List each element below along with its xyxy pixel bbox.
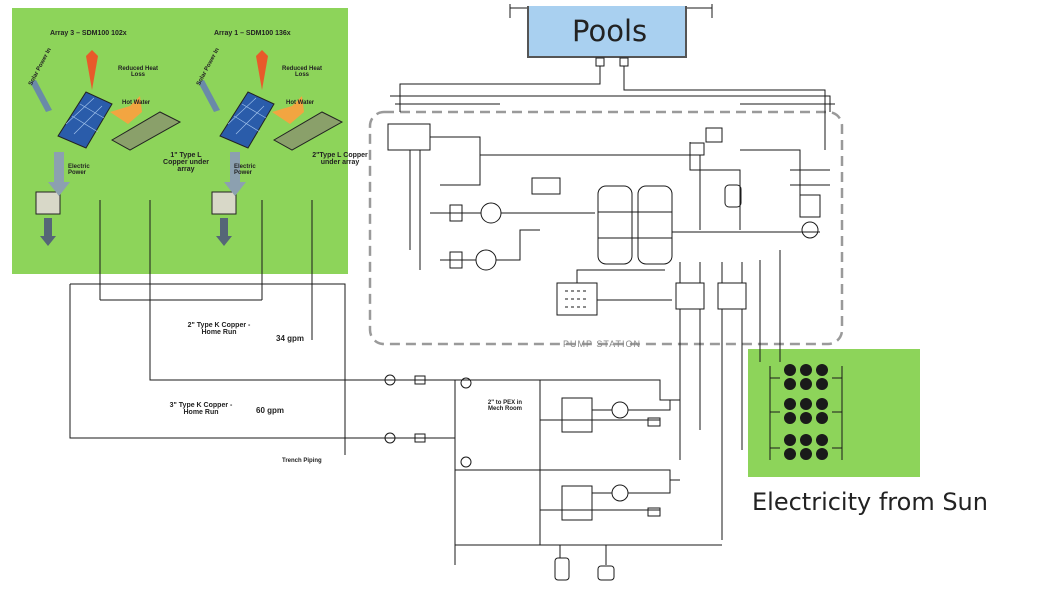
home-run-loop <box>70 283 346 455</box>
pump-station-label: PUMP STATION <box>563 339 642 349</box>
pump-mech-1 <box>460 377 472 389</box>
trench-piping-label: Trench Piping <box>282 458 322 464</box>
pump-station-boundary <box>368 110 844 346</box>
array-3-electric-power: Electric Power <box>68 164 90 176</box>
hx-mech-1 <box>561 397 593 433</box>
home-run-2in-flow: 34 gpm <box>276 334 305 343</box>
array-return <box>261 200 313 300</box>
pools-title: Pools <box>572 14 648 48</box>
array-3-title: Array 3 – SDM100 102x <box>50 30 127 37</box>
electricity-from-sun-title: Electricity from Sun <box>752 488 988 516</box>
array-1-reduced-heat-loss: Reduced Heat Loss <box>281 66 322 78</box>
filter-vessel-1 <box>597 185 633 265</box>
heater <box>689 142 705 156</box>
hx-mech-2 <box>561 485 593 521</box>
mech-room-note: 2" to PEX in Mech Room <box>487 400 523 412</box>
pump-2 <box>475 249 497 271</box>
pool-fitting <box>619 57 629 67</box>
array-1-title: Array 1 – SDM100 136x <box>214 30 291 37</box>
heat-arrows <box>30 50 304 246</box>
home-run-2in-label: 2" Type K Copper - Home Run <box>187 322 251 336</box>
home-run-3in-flow: 60 gpm <box>256 406 285 415</box>
array-3-collector <box>35 91 182 215</box>
hx-1 <box>675 282 705 310</box>
array-1-collector <box>211 91 344 215</box>
pump-mech-2 <box>460 456 472 468</box>
control-box <box>531 177 561 195</box>
pump-1 <box>480 202 502 224</box>
array-3-reduced-heat-loss: Reduced Heat Loss <box>117 66 158 78</box>
array-1-electric-power: Electric Power <box>234 164 256 176</box>
array-3-hot-water: Hot Water <box>122 100 151 106</box>
expansion-tank-2 <box>597 565 615 581</box>
strainer <box>724 184 742 208</box>
array-1-copper-note: 2"Type L Copper under array <box>312 152 368 166</box>
pv-module-grid <box>784 364 828 460</box>
home-run-3in-label: 3" Type K Copper - Home Run <box>169 402 233 416</box>
pool-rim <box>509 4 713 18</box>
array-supply <box>99 200 455 381</box>
array-3-copper-note: 1" Type L Copper under array <box>163 152 209 173</box>
filter-vessel-2 <box>637 185 673 265</box>
pool-supply-line <box>399 66 601 112</box>
expansion-tank-1 <box>554 557 570 581</box>
hx-2 <box>717 282 747 310</box>
valve <box>801 221 819 239</box>
pool-tank <box>527 6 687 58</box>
array-1-hot-water: Hot Water <box>286 100 315 106</box>
pv-panel-box <box>748 349 920 477</box>
chem-controller <box>705 127 723 143</box>
surge-tank <box>387 123 431 151</box>
pool-fitting <box>595 57 605 67</box>
pool-return-line <box>623 66 826 150</box>
